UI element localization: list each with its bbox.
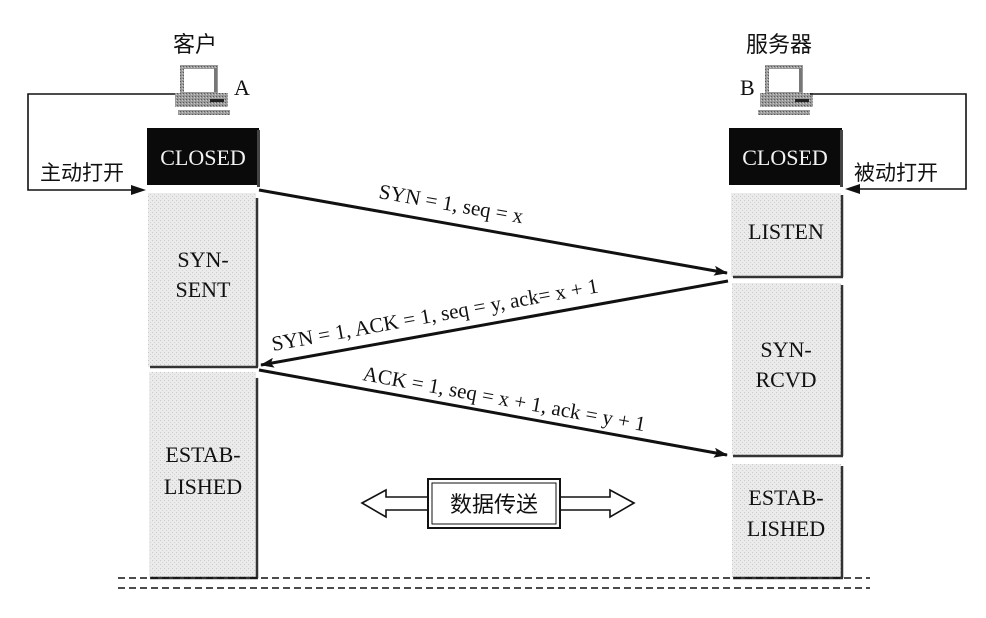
client-state-closed: CLOSED [160, 145, 246, 170]
server-title: 服务器 [746, 33, 812, 58]
client-syn-sent-box [148, 193, 256, 367]
data-transfer-box [427, 478, 561, 529]
active-open-loop-line [27, 93, 175, 191]
client-state-established-line2: LISHED [164, 474, 242, 499]
client-established-box [149, 372, 256, 577]
client-computer-icon [175, 65, 230, 115]
data-transfer-label: 数据传送 [450, 493, 538, 518]
client-state-syn-sent-line2: SENT [176, 277, 232, 302]
server-state-syn-rcvd-line2: RCVD [755, 367, 816, 392]
passive-open-arrowhead [845, 184, 860, 194]
message-3-label: ACK = 1, seq = x + 1, ack = y + 1 [361, 361, 647, 436]
data-transfer-indicator: 数据传送 [360, 478, 636, 529]
message-1-arrow [258, 188, 728, 276]
left-double-arrow-icon [360, 488, 429, 519]
client-state-established-line1: ESTAB- [165, 442, 240, 467]
right-double-arrow-icon [559, 488, 636, 519]
message-2-arrow [260, 279, 729, 368]
server-closed-box [729, 128, 842, 185]
server-state-closed: CLOSED [742, 145, 828, 170]
server-syn-rcvd-box [732, 283, 841, 456]
passive-open-label: 被动打开 [854, 161, 938, 185]
active-open-label: 主动打开 [40, 161, 124, 185]
client-closed-box [147, 128, 259, 185]
server-state-established-line2: LISHED [747, 516, 825, 541]
server-listen-box [731, 193, 841, 277]
client-label: A [234, 75, 250, 100]
server-state-syn-rcvd-line1: SYN- [760, 337, 811, 362]
server-label: B [740, 75, 755, 100]
message-2-label: SYN = 1, ACK = 1, seq = y, ack= x + 1 [270, 274, 600, 356]
client-title: 客户 [173, 33, 217, 58]
server-state-listen: LISTEN [748, 219, 824, 244]
passive-open-loop-line [810, 93, 967, 190]
message-1-label: SYN = 1, seq = x [377, 179, 526, 228]
client-state-syn-sent-line1: SYN- [177, 247, 228, 272]
server-state-established-line1: ESTAB- [748, 485, 823, 510]
server-established-box [732, 464, 841, 577]
server-computer-icon [758, 65, 813, 115]
message-3-arrow [258, 368, 728, 458]
active-open-arrowhead [131, 185, 146, 195]
